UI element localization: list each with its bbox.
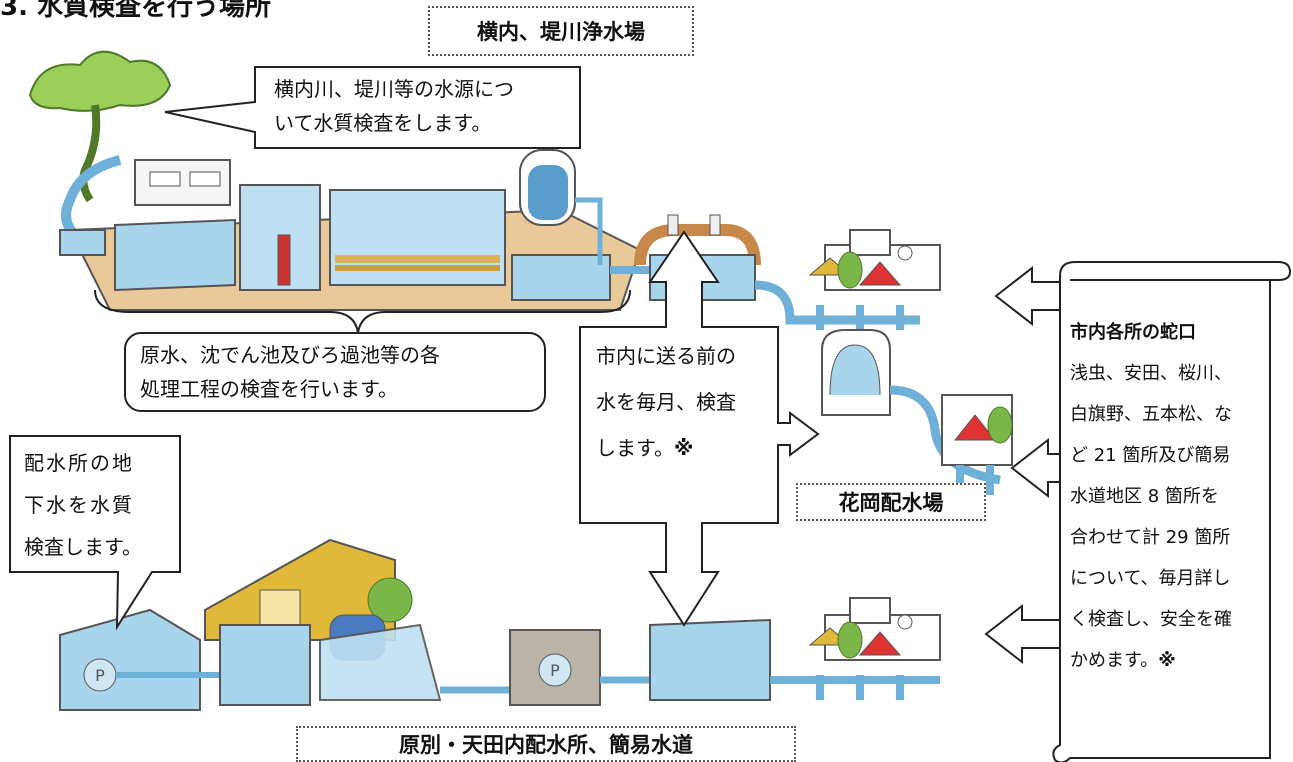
process-callout-shape	[124, 332, 546, 412]
scroll-shape	[1052, 261, 1292, 762]
treatment-plant-illustration	[28, 50, 642, 311]
scroll-title: 市内各所の蛇口	[1070, 322, 1196, 343]
arrow-to-bottom-town	[984, 603, 1061, 665]
svg-text:P: P	[550, 661, 560, 680]
scroll-line: 浅虫、安田、桜川、	[1070, 363, 1232, 384]
arrow-to-hanaoka	[1010, 437, 1061, 499]
label-harabetsu: 原別・天田内配水所、簡易水道	[296, 726, 796, 762]
page-heading: 3. 水質検査を行う場所	[0, 0, 272, 22]
scroll-line: く検査し、安全を確	[1070, 609, 1232, 630]
arrow-to-top-town	[994, 265, 1061, 327]
monthly-callout-shape	[579, 230, 820, 627]
scroll-line: について、毎月詳し	[1070, 568, 1231, 589]
scroll-line: 水道地区 8 箇所を	[1070, 486, 1219, 507]
distribution-station-illustration: P P	[59, 538, 940, 711]
scroll-line: 白旗野、五本松、な	[1070, 404, 1232, 425]
scroll-line: かめます。	[1070, 650, 1159, 671]
label-hanaoka: 花岡配水場	[796, 483, 986, 521]
source-callout: 横内川、堤川等の水源につ いて水質検査をします。	[274, 77, 514, 135]
groundwater-callout-shape	[9, 435, 181, 631]
scroll-line: ど 21 箇所及び簡易	[1070, 445, 1231, 466]
town-top-illustration	[808, 229, 941, 330]
process-callout: 原水、沈でん池及びろ過池等の各 処理工程の検査を行います。	[140, 343, 440, 401]
town-bottom-illustration	[808, 597, 941, 700]
scroll-text: 市内各所の蛇口 浅虫、安田、桜川、 白旗野、五本松、な ど 21 箇所及び簡易 …	[1070, 312, 1232, 681]
monthly-callout: 市内に送る前の 水を毎月、検査 します。※	[596, 344, 736, 460]
hanaoka-reservoir-illustration	[821, 329, 1013, 495]
label-yokouchi-plant: 横内、堤川浄水場	[428, 6, 694, 56]
scroll-line: 合わせて計 29 箇所	[1070, 527, 1231, 548]
svg-text:P: P	[95, 666, 105, 685]
source-callout-shape	[164, 66, 581, 149]
groundwater-callout: 配水所の地 下水を水質 検査します。	[24, 451, 142, 559]
